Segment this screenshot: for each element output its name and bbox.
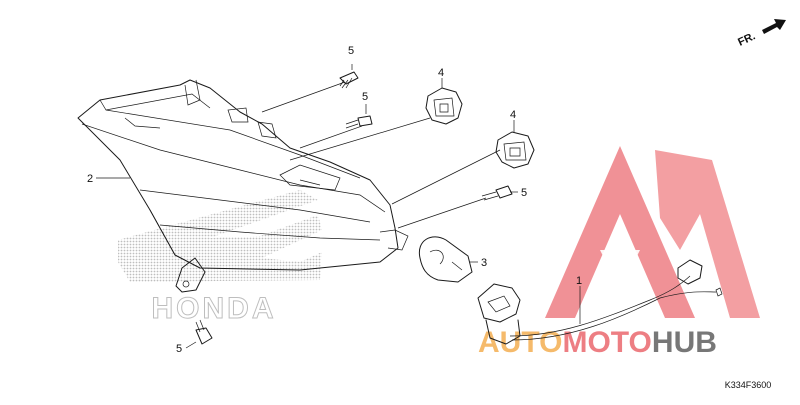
screw-top bbox=[339, 71, 359, 89]
grommet-lower bbox=[495, 131, 535, 169]
honda-watermark-text: HONDA bbox=[152, 292, 277, 325]
callout-5-middle: 5 bbox=[362, 91, 368, 103]
callout-5-top: 5 bbox=[348, 45, 354, 57]
screw-middle bbox=[345, 115, 373, 129]
socket-wire-harness bbox=[477, 259, 723, 345]
screw-bottom bbox=[195, 319, 213, 345]
callout-5-right: 5 bbox=[521, 187, 527, 199]
watermark-auto: AUTO bbox=[478, 326, 562, 359]
bulb bbox=[418, 236, 473, 283]
callout-4-upper: 4 bbox=[438, 67, 444, 79]
automotohub-logo-watermark bbox=[545, 146, 760, 318]
front-direction-label: FR. bbox=[736, 30, 757, 48]
callouts: 1 2 3 4 4 5 5 5 5 bbox=[87, 45, 582, 355]
callout-1: 1 bbox=[576, 275, 582, 287]
automotohub-text-watermark: AUTOMOTOHUB bbox=[478, 326, 717, 359]
front-arrow-icon bbox=[762, 19, 786, 34]
svg-text:AUTOMOTOHUB: AUTOMOTOHUB bbox=[478, 326, 717, 359]
callout-5-bottom: 5 bbox=[176, 343, 182, 355]
front-direction-indicator: FR. bbox=[736, 19, 786, 49]
tail-light-housing bbox=[77, 79, 409, 293]
honda-wing-watermark: HONDA bbox=[118, 190, 322, 326]
part-code: K334F3600 bbox=[725, 380, 772, 390]
callout-2: 2 bbox=[87, 173, 93, 185]
leader-lines bbox=[96, 64, 581, 349]
callout-4-lower: 4 bbox=[510, 109, 516, 121]
watermark-hub: HUB bbox=[652, 326, 717, 359]
watermark-moto: MOTO bbox=[562, 326, 651, 359]
screw-right bbox=[481, 185, 513, 201]
grommet-upper bbox=[425, 87, 463, 125]
callout-3: 3 bbox=[481, 257, 487, 269]
